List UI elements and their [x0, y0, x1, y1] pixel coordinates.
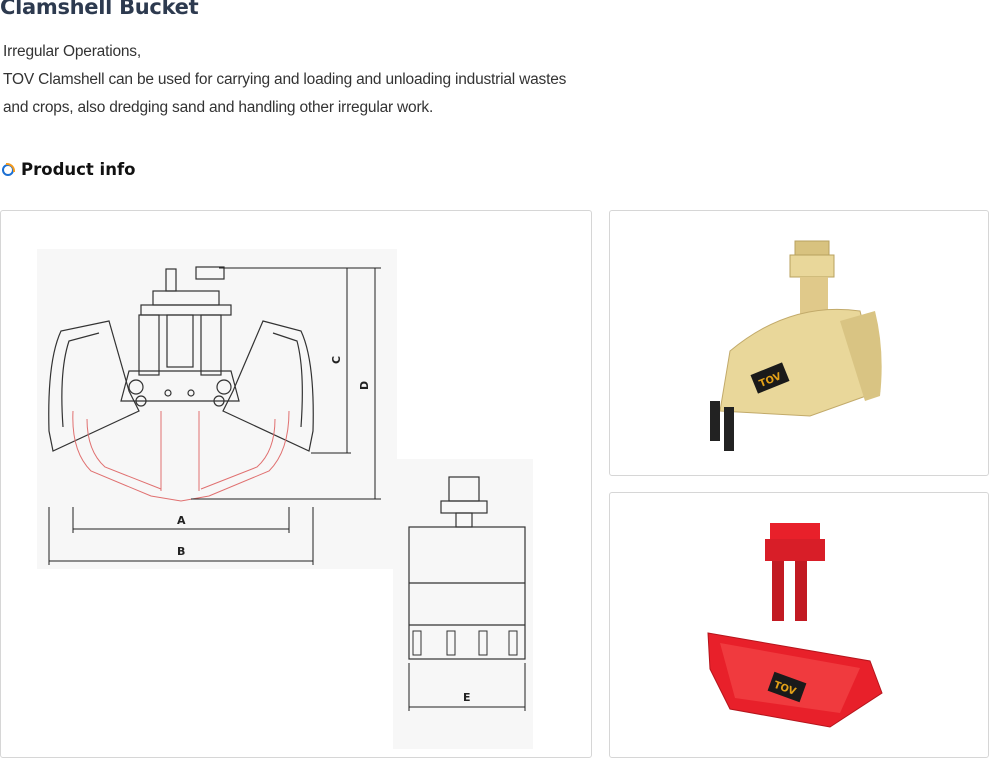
page-title: Clamshell Bucket: [0, 0, 199, 19]
red-clamshell-bucket-image: TOV: [707, 523, 883, 728]
product-description: Irregular Operations, TOV Clamshell can …: [3, 38, 603, 122]
red-clamshell-photo-panel: TOV: [609, 492, 989, 758]
dimension-label-d: D: [358, 381, 371, 390]
description-line: and crops, also dredging sand and handli…: [3, 99, 434, 116]
dimension-label-a: A: [177, 514, 186, 527]
yellow-clamshell-photo-panel: TOV: [609, 210, 989, 476]
technical-drawing-panel: A B C D E: [0, 210, 592, 758]
section-header: Product info: [2, 160, 135, 179]
dimension-label-b: B: [177, 545, 185, 558]
description-line: Irregular Operations,: [3, 43, 141, 60]
description-line: TOV Clamshell can be used for carrying a…: [3, 71, 567, 88]
circle-bullet-icon: [2, 162, 15, 176]
dimension-label-c: C: [330, 356, 343, 364]
tov-logo: TOV: [750, 362, 790, 394]
section-title: Product info: [21, 160, 136, 179]
tov-logo: TOV: [767, 671, 807, 703]
clamshell-dimension-drawing: A B C D E: [37, 249, 533, 749]
yellow-clamshell-bucket-image: TOV: [710, 240, 882, 451]
dimension-label-e: E: [463, 691, 471, 704]
